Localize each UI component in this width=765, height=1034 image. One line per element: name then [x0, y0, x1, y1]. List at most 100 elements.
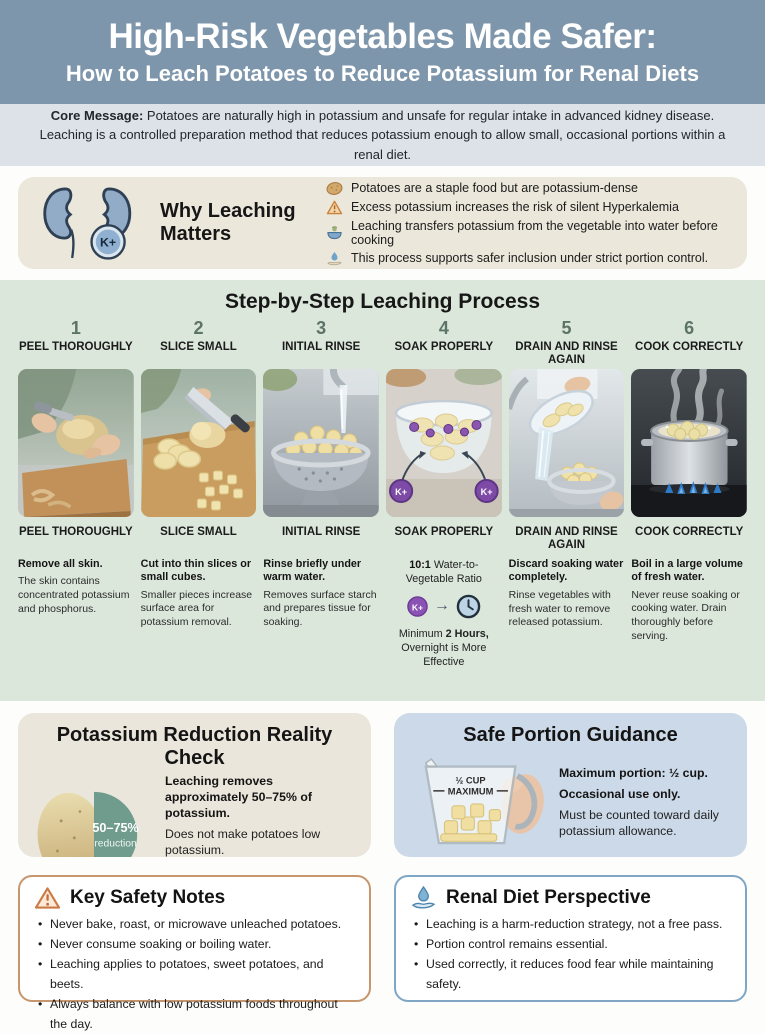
why-item: Leaching transfers potassium from the ve…: [326, 219, 725, 247]
step-body: The skin contains concentrated potassium…: [18, 575, 130, 615]
step-body: Removes surface starch and prepares tiss…: [263, 588, 377, 629]
photo-rinsing-colander: [263, 368, 379, 517]
safety-list: Never bake, roast, or microwave unleache…: [34, 915, 355, 1034]
cup-label-line2: MAXIMUM: [448, 787, 494, 797]
bottom-section: Key Safety Notes Never bake, roast, or m…: [0, 869, 765, 1031]
why-item-text: Leaching transfers potassium from the ve…: [351, 218, 718, 247]
measuring-cup-graphic: ½ CUP MAXIMUM: [424, 758, 544, 845]
renal-diet-title: Renal Diet Perspective: [446, 887, 651, 908]
step-number: 2: [193, 318, 204, 338]
renal-item: Leaching is a harm-reduction strategy, n…: [410, 915, 731, 935]
step-number: 1: [70, 318, 81, 338]
core-message-band: Core Message: Potatoes are naturally hig…: [0, 104, 765, 166]
portion-lead-2: Occasional use only.: [559, 787, 681, 802]
reduction-badge-label: reduction: [94, 838, 137, 849]
why-list: Potatoes are a staple food but are potas…: [326, 181, 725, 266]
step-body: Rinse vegetables with fresh water to rem…: [508, 588, 611, 629]
hand-water-drop-icon: [411, 886, 436, 909]
steps-grid: 1 PEEL THOROUGHLY: [18, 318, 747, 669]
why-card: K+ Why Leaching Matters Potatoes are a s…: [18, 177, 747, 269]
core-message-label: Core Message:: [50, 107, 144, 123]
safety-item: Never consume soaking or boiling water.: [34, 935, 355, 955]
renal-item: Portion control remains essential.: [410, 935, 731, 955]
portion-body: Must be counted toward daily potassium a…: [559, 808, 719, 838]
page-subtitle: How to Leach Potatoes to Reduce Potassiu…: [65, 61, 700, 86]
why-section: K+ Why Leaching Matters Potatoes are a s…: [0, 166, 765, 280]
safety-item: Always balance with low potassium foods …: [34, 995, 355, 1034]
portion-lead-1: Maximum portion: ½ cup.: [559, 766, 708, 781]
kidney-kplus-badge: K+: [100, 236, 116, 250]
step-label-repeat: SOAK PROPERLY: [394, 525, 494, 538]
arrow-right-icon: →: [433, 597, 450, 615]
safety-item: Leaching applies to potatoes, sweet pota…: [34, 955, 355, 995]
step-lead: Rinse briefly under warm water.: [263, 557, 362, 584]
svg-text:K+: K+: [395, 487, 407, 497]
warning-icon: [326, 200, 343, 214]
renal-diet-perspective-card: Renal Diet Perspective Leaching is a har…: [394, 875, 747, 1002]
mid-section: Potassium Reduction Reality Check 50–75%…: [0, 701, 765, 869]
why-title: Why Leaching Matters: [160, 200, 296, 245]
step-label: SOAK PROPERLY: [394, 340, 494, 353]
potassium-ion-icon: K+: [407, 596, 428, 617]
step-label-repeat: PEEL THOROUGHLY: [18, 525, 133, 538]
key-safety-notes-card: Key Safety Notes Never bake, roast, or m…: [18, 875, 371, 1031]
step-number: 3: [316, 318, 327, 338]
step-1-column: 1 PEEL THOROUGHLY: [18, 318, 134, 669]
potato-icon: [326, 181, 343, 195]
step-number: 5: [561, 318, 572, 338]
step-lead: Remove all skin.: [18, 557, 103, 570]
process-title: Step-by-Step Leaching Process: [224, 290, 541, 313]
step-4-column: 4 SOAK PROPERLY: [385, 318, 502, 669]
step-lead: Boil in a large volume of fresh water.: [631, 557, 743, 584]
core-message-text: Core Message: Potatoes are naturally hig…: [39, 107, 726, 162]
photo-boiling-pot: [631, 368, 747, 517]
why-item: Excess potassium increases the risk of s…: [326, 200, 725, 215]
soak-ratio-text: 10:1 Water-to-Vegetable Ratio: [405, 558, 482, 585]
photo-soaking-bowl: K+ K+: [385, 368, 502, 517]
step-label-repeat: INITIAL RINSE: [281, 525, 361, 538]
reality-point-1: Does not make potatoes low potassium.: [165, 826, 321, 857]
svg-text:K+: K+: [481, 487, 493, 497]
step-label: PEEL THOROUGHLY: [18, 340, 133, 353]
reality-check-title: Potassium Reduction Reality Check: [56, 724, 333, 769]
photo-draining-bowl: [508, 368, 625, 517]
cup-label-line1: ½ CUP: [456, 775, 486, 785]
step-body: Never reuse soaking or cooking water. Dr…: [631, 588, 740, 642]
key-safety-notes-title: Key Safety Notes: [70, 887, 226, 908]
page-title: High-Risk Vegetables Made Safer:: [108, 17, 657, 56]
why-item-text: Potatoes are a staple food but are potas…: [351, 181, 638, 195]
step-label: DRAIN AND RINSE AGAIN: [515, 340, 618, 367]
reduction-badge-value: 50–75%: [92, 821, 138, 835]
kidneys-icon: K+: [43, 187, 132, 260]
renal-list: Leaching is a harm-reduction strategy, n…: [410, 915, 731, 995]
step-label: COOK CORRECTLY: [635, 340, 744, 353]
svg-text:K+: K+: [412, 602, 423, 612]
step-lead: Cut into thin slices or small cubes.: [140, 557, 252, 584]
why-item: This process supports safer inclusion un…: [326, 251, 725, 266]
soak-bowl-icon: [327, 226, 342, 240]
photo-peeling-potato: [18, 368, 134, 517]
process-section: Step-by-Step Leaching Process 1 PEEL THO…: [0, 280, 765, 701]
step-6-column: 6 COOK CORRECTLY: [631, 318, 747, 669]
clock-icon: [456, 594, 481, 619]
step-lead: Discard soaking water completely.: [508, 557, 624, 584]
renal-item: Used correctly, it reduces food fear whi…: [410, 955, 731, 995]
soak-time-text: Minimum 2 Hours, Overnight is More Effec…: [398, 627, 489, 668]
safe-portion-title: Safe Portion Guidance: [463, 724, 678, 746]
header-banner: High-Risk Vegetables Made Safer: How to …: [0, 0, 765, 104]
safety-item: Never bake, roast, or microwave unleache…: [34, 915, 355, 935]
step-number: 6: [684, 318, 695, 338]
step-2-column: 2 SLICE SMALL: [140, 318, 257, 669]
step-label: SLICE SMALL: [160, 340, 237, 353]
step-label-repeat: DRAIN AND RINSE AGAIN: [515, 525, 618, 552]
step-label-repeat: SLICE SMALL: [160, 525, 237, 538]
hand-drop-icon: [327, 251, 342, 265]
reality-check-card: Potassium Reduction Reality Check 50–75%…: [18, 713, 371, 857]
reality-lead: Leaching removes approximately 50–75% of…: [165, 774, 312, 820]
warning-triangle-icon: [34, 887, 61, 909]
photo-slicing-potato: [140, 368, 257, 517]
potato-reduction-graphic: 50–75% reduction: [37, 791, 139, 857]
step-label: INITIAL RINSE: [281, 340, 361, 353]
step-3-column: 3 INITIAL RINSE: [263, 318, 379, 669]
step-number: 4: [438, 318, 449, 338]
